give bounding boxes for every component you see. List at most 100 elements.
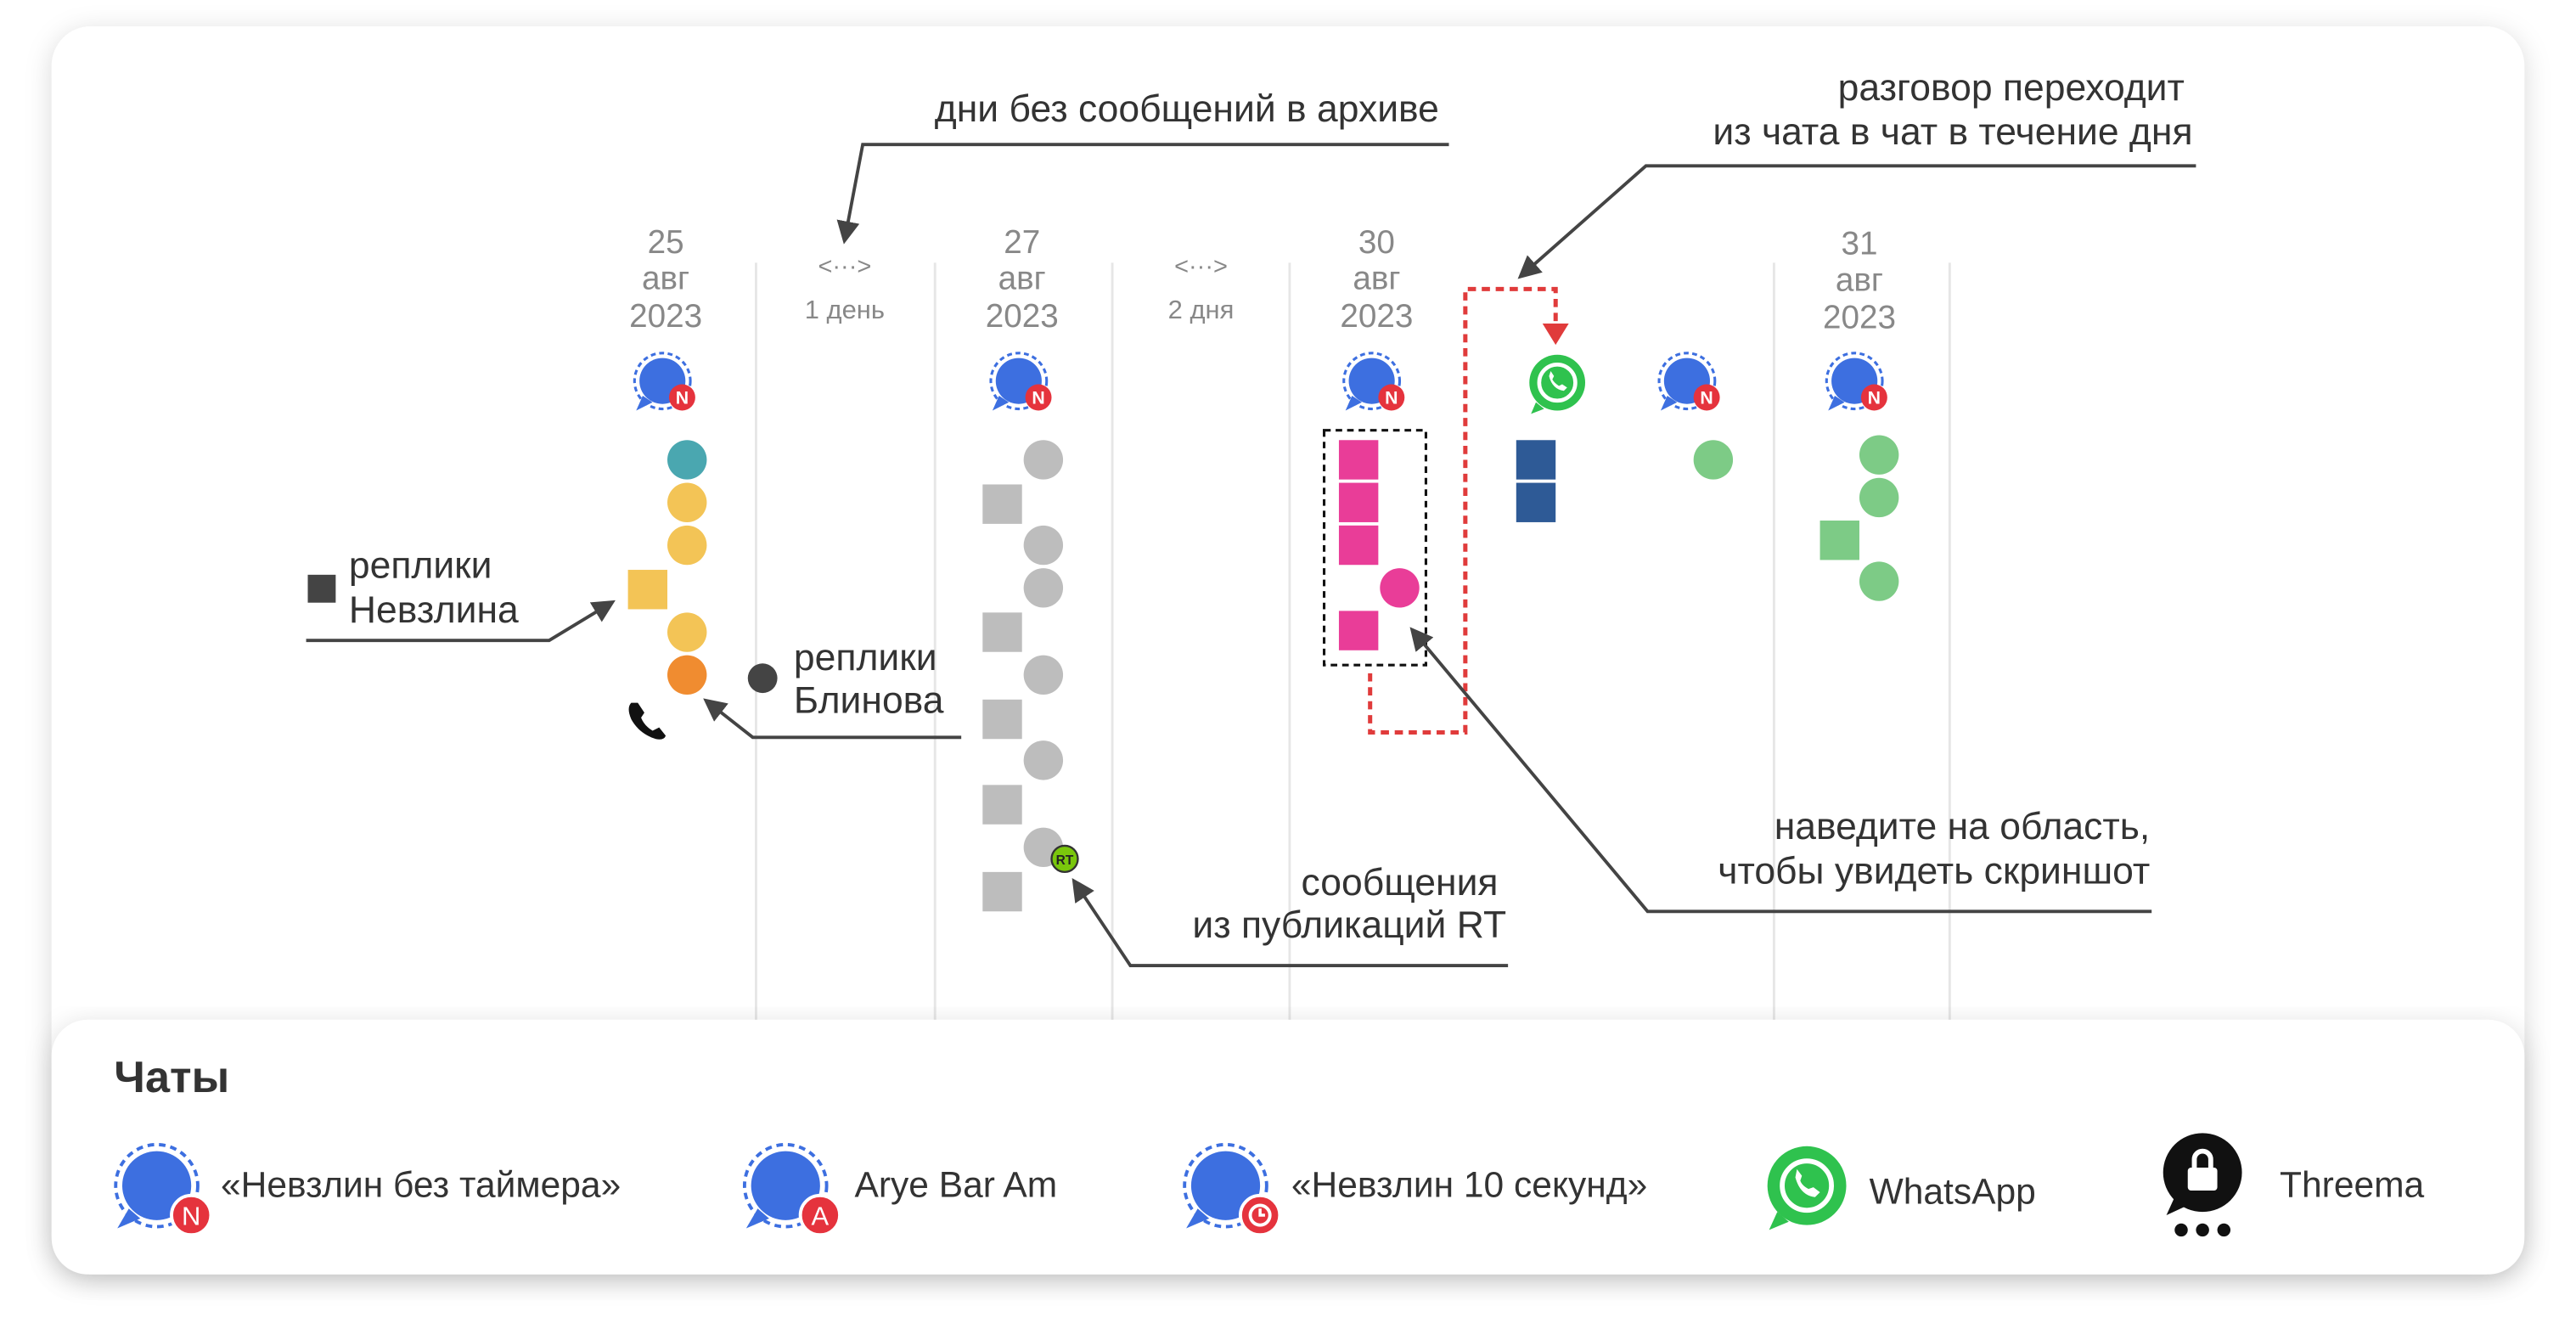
column-chat-icon: N <box>1657 352 1720 413</box>
markers-whatsapp <box>1516 440 1556 522</box>
gap-labels: <···> 1 день <···> 2 дня <box>805 253 1235 324</box>
message-marker <box>1516 440 1556 480</box>
annotation-blinov-line1: реплики <box>794 637 937 678</box>
legend-label: Arye Bar Am <box>854 1165 1057 1206</box>
message-marker <box>1023 440 1064 480</box>
message-marker <box>627 570 668 610</box>
hover-area[interactable] <box>1322 429 1427 667</box>
chat-switch-connector <box>1368 286 1558 735</box>
date-month: авг <box>642 260 689 296</box>
rt-pointer <box>1071 877 1509 968</box>
date-day: 25 <box>648 224 684 261</box>
gap-label: 1 день <box>805 295 885 324</box>
markers-aug25 <box>627 440 707 740</box>
message-marker <box>1693 440 1734 480</box>
message-marker <box>667 440 707 480</box>
markers-aug30 <box>1338 440 1420 650</box>
legend-item-nevzlin-10-sec: «Невзлин 10 секунд» <box>1183 1142 1647 1237</box>
gap-arrows: <···> <box>1174 253 1228 280</box>
badge-letter: N <box>676 388 689 408</box>
message-marker <box>1859 435 1899 475</box>
date-year: 2023 <box>629 298 702 335</box>
rt-badge-text: RT <box>1056 853 1074 868</box>
date-month: авг <box>1836 262 1883 298</box>
column-chat-icon: N <box>989 352 1052 413</box>
message-marker <box>982 699 1022 740</box>
message-marker <box>1023 740 1064 780</box>
message-marker <box>1023 525 1064 566</box>
nevzlin-square-key <box>307 574 336 603</box>
badge-letter: A <box>812 1202 830 1231</box>
markers-aug27 <box>982 440 1064 912</box>
timeline-card <box>51 25 2525 1275</box>
phone-call-icon <box>628 702 666 740</box>
threema-icon <box>2163 1133 2242 1237</box>
message-marker <box>1859 561 1899 601</box>
switch-pointer <box>1517 164 2196 279</box>
red-arrowhead <box>1542 323 1569 346</box>
nevzlin-pointer <box>306 600 616 643</box>
signal-timer-icon <box>1183 1142 1282 1237</box>
message-marker <box>667 525 707 566</box>
date-month: авг <box>1353 260 1400 296</box>
legend-label: WhatsApp <box>1870 1171 2036 1212</box>
rt-badge-icon: RT <box>1050 844 1079 874</box>
legend-item-nevzlin-no-timer: N «Невзлин без таймера» <box>114 1142 621 1237</box>
blinov-pointer <box>703 698 962 740</box>
message-marker <box>1859 477 1899 518</box>
annotation-hover-line2: чтобы увидеть скриншот <box>1718 850 2150 892</box>
annotation-rt-line1: сообщения <box>1302 862 1499 904</box>
message-marker <box>1023 655 1064 695</box>
badge-letter: N <box>1032 388 1044 408</box>
message-marker <box>1820 521 1859 560</box>
legend-item-threema: Threema <box>2163 1133 2425 1237</box>
column-chat-icon: N <box>1342 352 1405 413</box>
badge-letter: N <box>182 1202 200 1231</box>
annotation-blinov-line2: Блинова <box>794 679 944 721</box>
badge-letter: N <box>1868 388 1881 408</box>
legend-label: Threema <box>2280 1165 2425 1206</box>
date-month: авг <box>998 260 1046 296</box>
message-marker <box>982 612 1022 652</box>
date-year: 2023 <box>1823 300 1896 336</box>
gap-label: 2 дня <box>1168 295 1235 324</box>
legend-title: Чаты <box>114 1053 229 1102</box>
badge-letter: N <box>1700 388 1713 408</box>
column-chat-icon: N <box>633 352 695 413</box>
annotation-rt-line2: из публикаций RT <box>1192 904 1506 946</box>
column-chat-icon: N <box>1825 352 1887 413</box>
annotation-texts: дни без сообщений в архиве разговор пере… <box>349 67 2193 946</box>
message-marker <box>1338 482 1379 522</box>
message-marker <box>667 482 707 522</box>
message-marker <box>667 612 707 652</box>
annotation-lines <box>306 143 2196 968</box>
whatsapp-icon <box>1529 354 1586 414</box>
archive-gap-pointer <box>836 143 1449 245</box>
annotation-hover-line1: наведите на область, <box>1775 806 2151 847</box>
signal-a-icon: A <box>742 1142 841 1237</box>
date-day: 30 <box>1358 224 1395 261</box>
message-marker <box>1023 568 1064 608</box>
legend-item-arye-bar-am: A Arye Bar Am <box>742 1142 1057 1237</box>
message-marker <box>1338 525 1379 566</box>
gap-arrows: <···> <box>818 253 871 280</box>
whatsapp-icon <box>1767 1146 1847 1230</box>
message-marker <box>982 484 1022 524</box>
annotation-switch-line2: из чата в чат в течение дня <box>1713 111 2192 153</box>
date-year: 2023 <box>986 298 1059 335</box>
message-marker <box>1380 568 1420 608</box>
annotation-nevzlin-line2: Невзлина <box>349 589 519 631</box>
legend-item-whatsapp: WhatsApp <box>1767 1146 2036 1230</box>
message-marker <box>667 655 707 695</box>
legend-card <box>51 1019 2525 1275</box>
date-day: 27 <box>1004 224 1040 261</box>
annotation-switch-line1: разговор переходит <box>1838 67 2185 109</box>
timer-icon <box>1248 1203 1272 1227</box>
message-marker <box>1338 440 1379 480</box>
date-headers: 25 авг 2023 27 авг 2023 30 авг 2023 31 а… <box>629 224 1896 336</box>
annotation-nevzlin-line1: реплики <box>349 545 492 587</box>
message-marker <box>982 871 1022 912</box>
legend-label: «Невзлин 10 секунд» <box>1291 1165 1647 1206</box>
message-marker <box>982 785 1022 825</box>
